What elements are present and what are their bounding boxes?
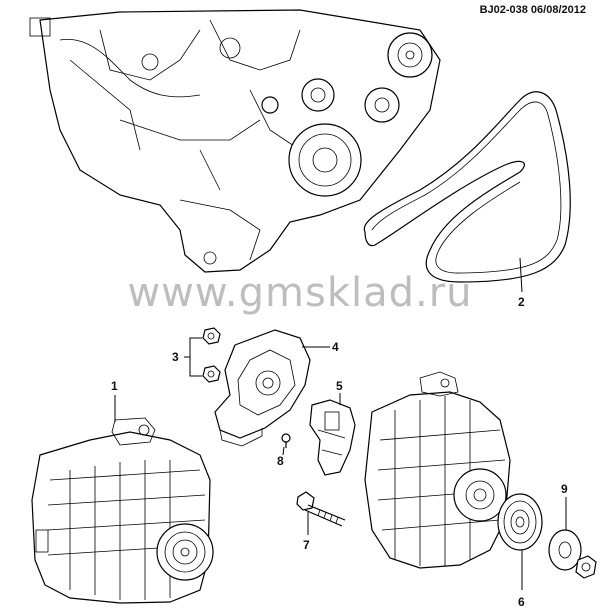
- callout-bolt: 7: [303, 538, 310, 552]
- callout-pulley: 6: [518, 595, 525, 609]
- rear-cover-nuts-drawing: [202, 327, 221, 383]
- callout-washer: 9: [561, 482, 568, 496]
- nuts-leader-line: [184, 337, 202, 377]
- rear-cover-drawing: [214, 329, 311, 447]
- mounting-bolt-drawing: [296, 491, 346, 527]
- alternator-pulley-drawing: [497, 493, 543, 551]
- serpentine-belt-drawing: [363, 91, 571, 283]
- callout-screw: 8: [277, 454, 284, 468]
- crank-pulley-drawing: [288, 123, 362, 197]
- callout-rear-cover: 4: [332, 340, 339, 354]
- idler-pulley-drawing: [301, 78, 335, 112]
- voltage-regulator-drawing: [309, 399, 356, 476]
- callout-belt: 2: [518, 295, 525, 309]
- watermark-text: www.gmsklad.ru: [127, 270, 473, 316]
- tensioner-pulley-drawing: [364, 87, 400, 123]
- drawing-code: BJ02-038 06/08/2012: [479, 4, 586, 16]
- engine-block: [29, 9, 441, 273]
- alternator-exploded-drawing: [364, 371, 511, 569]
- pump-pulley-drawing: [387, 32, 433, 78]
- regulator-screw-drawing: [281, 433, 291, 448]
- belt-leader-line: [519, 257, 523, 293]
- callout-nuts: 3: [172, 350, 179, 364]
- callout-regulator: 5: [336, 379, 343, 393]
- alternator-drawing: [31, 417, 214, 604]
- callout-alternator: 1: [111, 379, 118, 393]
- pulley-washer-drawing: [548, 529, 597, 579]
- screw-leader-line: [282, 446, 285, 456]
